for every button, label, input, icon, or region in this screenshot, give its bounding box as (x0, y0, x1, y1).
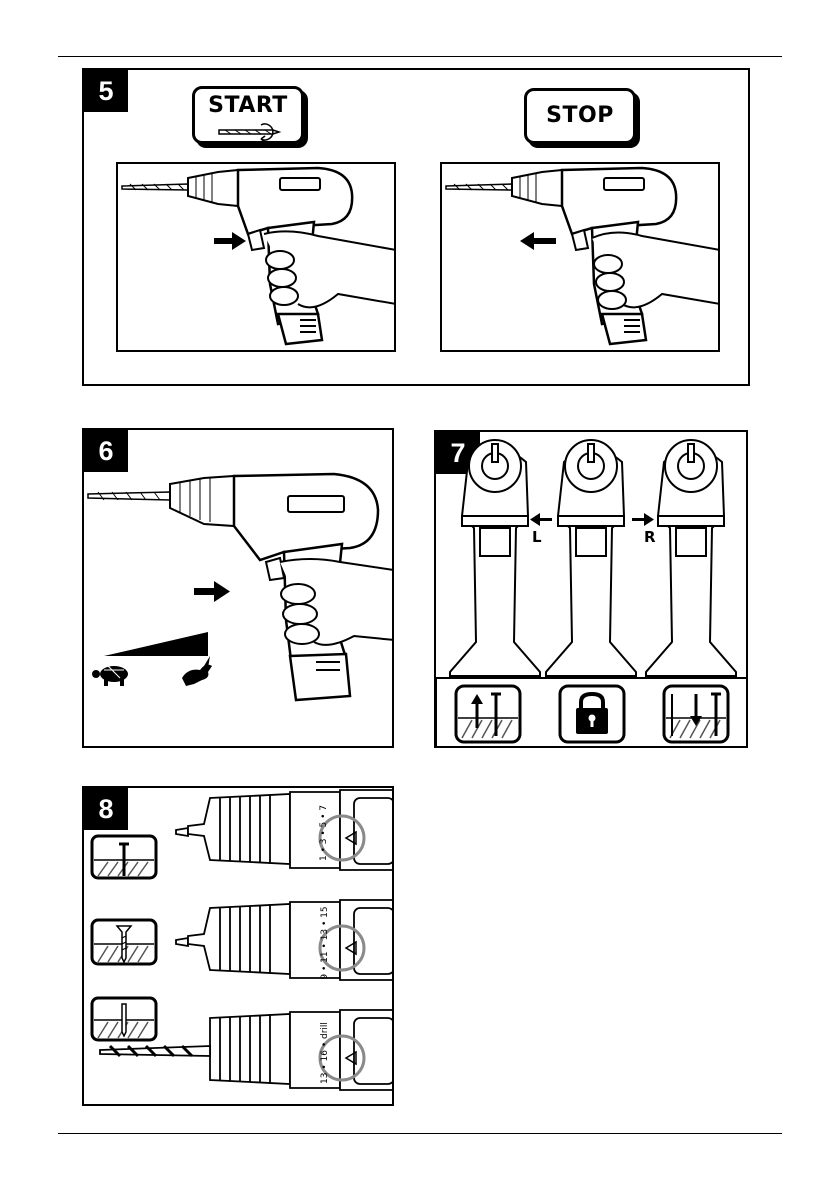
turtle-icon (92, 666, 128, 686)
stop-button: STOP (524, 88, 636, 144)
dial-scale-bot: 13 • 16 • drill (320, 1008, 330, 1098)
panel-5: 5 START STOP (82, 68, 750, 386)
direction-switch-illustration (436, 432, 748, 748)
arrow-left-icon (520, 232, 556, 250)
rabbit-icon (182, 656, 212, 686)
screw-wood-icon (92, 920, 156, 964)
panel-number: 5 (84, 70, 128, 112)
dial-scale-top: 1 • 3 • 5 • 7 (319, 793, 329, 873)
arrow-right-icon (194, 581, 230, 602)
arrow-right-icon (632, 513, 654, 526)
start-illustration (116, 162, 396, 352)
screw-tighten-icon (664, 686, 728, 742)
dial-scale-mid: 9 • 11 • 13 • 15 (320, 898, 330, 988)
right-direction-label: R (644, 528, 656, 546)
top-rule (58, 56, 782, 57)
drill-bit-rotation-icon (195, 119, 307, 143)
padlock-icon (560, 686, 624, 742)
drill-icon (92, 998, 156, 1040)
screw-shallow-icon (92, 836, 156, 878)
arrow-left-icon (530, 513, 552, 526)
screw-loosen-icon (456, 686, 520, 742)
torque-setting-illustration (84, 788, 394, 1106)
speed-ramp (104, 632, 208, 656)
arrow-right-icon (214, 232, 246, 250)
start-button: START (192, 86, 304, 144)
start-label: START (195, 93, 301, 118)
panel-8: 8 (82, 786, 394, 1106)
bottom-rule (58, 1133, 782, 1134)
speed-control-illustration (84, 430, 394, 748)
panel-6: 6 (82, 428, 394, 748)
left-direction-label: L (532, 528, 542, 546)
stop-illustration (440, 162, 720, 352)
stop-label: STOP (546, 103, 614, 128)
panel-7: 7 (434, 430, 748, 748)
